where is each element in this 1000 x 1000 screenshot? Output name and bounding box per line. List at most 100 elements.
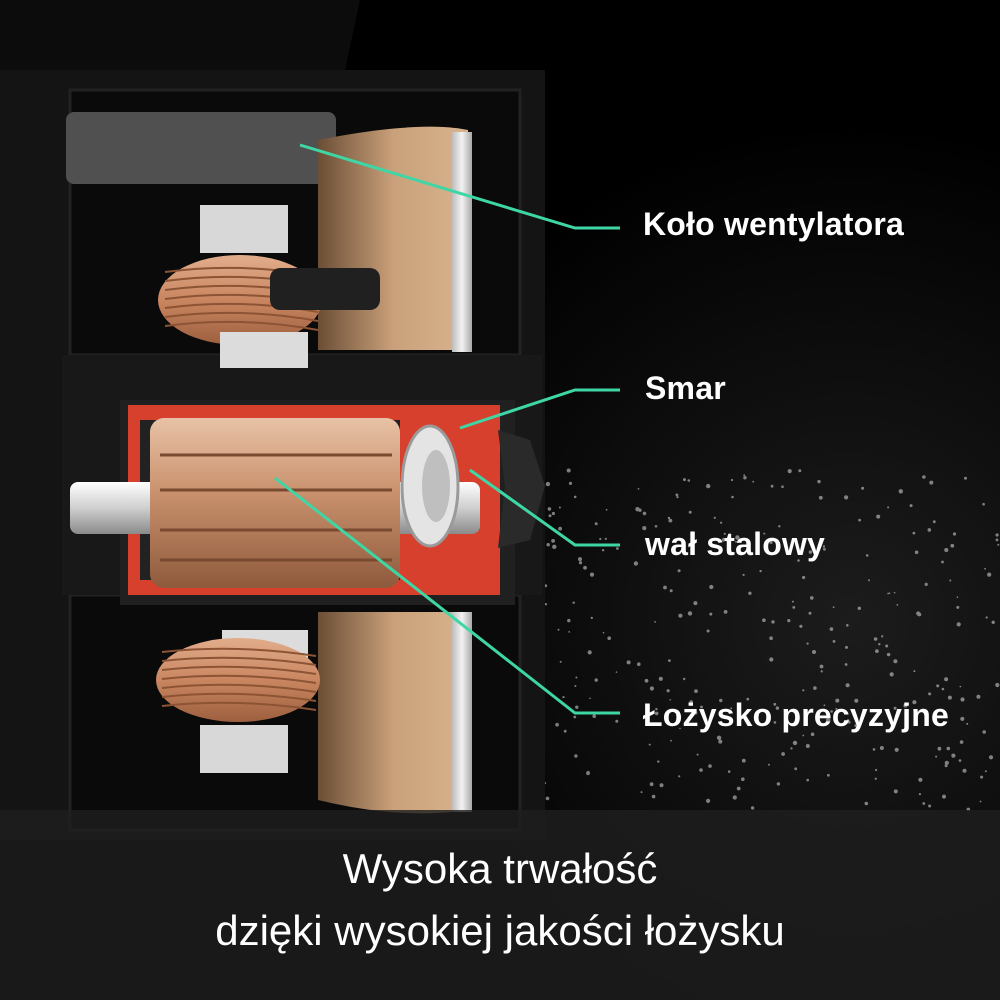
texture-dot — [687, 611, 693, 616]
texture-dot — [827, 773, 830, 777]
texture-dot — [706, 798, 711, 804]
texture-dot — [898, 489, 903, 494]
texture-dot — [997, 543, 1000, 546]
texture-dot — [746, 697, 750, 701]
texture-dot — [642, 511, 647, 516]
texture-dot — [873, 637, 878, 641]
texture-dot — [944, 760, 949, 766]
texture-dot — [587, 650, 592, 655]
texture-dot — [787, 619, 791, 623]
texture-dot — [678, 613, 683, 618]
fan-plate-upper — [452, 132, 472, 352]
texture-dot — [602, 631, 605, 634]
rotor-segments — [160, 453, 392, 562]
texture-dot — [626, 660, 631, 665]
texture-dot — [592, 714, 596, 718]
rotor — [150, 418, 400, 588]
texture-dot — [987, 572, 992, 577]
texture-dot — [548, 514, 552, 518]
texture-dot — [654, 711, 659, 716]
texture-dot — [773, 702, 777, 706]
texture-dot — [599, 537, 602, 541]
texture-dot — [683, 677, 686, 681]
texture-dot — [858, 518, 861, 522]
texture-dot — [928, 692, 932, 696]
texture-dot — [604, 537, 607, 540]
leader-line-grease — [459, 388, 620, 430]
texture-dot — [557, 628, 560, 631]
texture-dot — [802, 689, 805, 692]
coil-winding — [161, 692, 317, 702]
texture-dot — [893, 789, 898, 794]
texture-dot — [768, 763, 770, 766]
texture-dot — [669, 589, 673, 593]
texture-dot — [966, 722, 969, 725]
callout-fan-wheel: Koło wentylatora — [643, 206, 905, 242]
texture-dot — [693, 601, 698, 606]
upper-shaft-bar — [270, 268, 380, 310]
texture-dot — [615, 719, 619, 723]
texture-dot — [875, 768, 878, 772]
texture-dot — [781, 485, 784, 489]
texture-dot — [878, 643, 881, 646]
texture-dot — [787, 469, 792, 474]
texture-dot — [918, 793, 922, 796]
texture-dot — [575, 705, 579, 709]
texture-dot — [718, 739, 723, 744]
texture-dot — [797, 559, 800, 562]
texture-dot — [730, 707, 733, 710]
texture-dot — [666, 689, 670, 693]
texture-dot — [709, 612, 713, 616]
texture-dot — [941, 687, 945, 691]
texture-dot — [942, 794, 946, 799]
texture-dot — [615, 671, 618, 673]
texture-dot — [881, 635, 884, 638]
texture-dot — [959, 685, 962, 688]
fan-wheel-block — [66, 112, 336, 184]
texture-dot — [820, 670, 823, 673]
texture-dot — [874, 777, 877, 780]
texture-dot — [637, 662, 641, 666]
texture-dot — [984, 770, 987, 773]
texture-dot — [801, 542, 805, 546]
texture-dot — [607, 636, 611, 640]
texture-dot — [720, 521, 723, 524]
texture-dot — [932, 520, 936, 524]
texture-dot — [544, 603, 548, 606]
texture-dot — [944, 547, 949, 553]
texture-dot — [875, 649, 879, 653]
texture-dot — [688, 510, 692, 514]
texture-dot — [601, 549, 605, 552]
caption-subline: dzięki wysokiej jakości łożysku — [215, 907, 785, 954]
texture-dot — [903, 703, 908, 708]
texture-dot — [959, 740, 964, 744]
texture-dot — [694, 689, 698, 693]
texture-dot — [982, 502, 985, 506]
texture-dot — [848, 721, 851, 724]
texture-dot — [922, 802, 926, 805]
texture-dot — [806, 778, 809, 782]
texture-dot — [546, 543, 550, 547]
coil-winding — [161, 665, 317, 675]
texture-dot — [676, 496, 679, 499]
texture-dot — [551, 511, 556, 516]
texture-dot — [819, 664, 824, 669]
texture-dot — [976, 694, 981, 699]
texture-dot — [769, 657, 774, 662]
texture-dot — [805, 744, 810, 748]
texture-dot — [865, 554, 869, 557]
texture-dot — [700, 705, 703, 709]
texture-dot — [944, 677, 949, 682]
texture-dot — [960, 697, 965, 702]
texture-dot — [654, 621, 656, 623]
texture-dot — [995, 538, 999, 542]
texture-dot — [723, 610, 728, 614]
texture-dot — [960, 716, 965, 721]
leader-lines — [274, 143, 620, 715]
texture-dot — [991, 620, 995, 624]
texture-dot — [644, 678, 649, 683]
texture-dot — [633, 561, 639, 566]
texture-dot — [929, 480, 934, 485]
texture-dot — [845, 645, 848, 649]
